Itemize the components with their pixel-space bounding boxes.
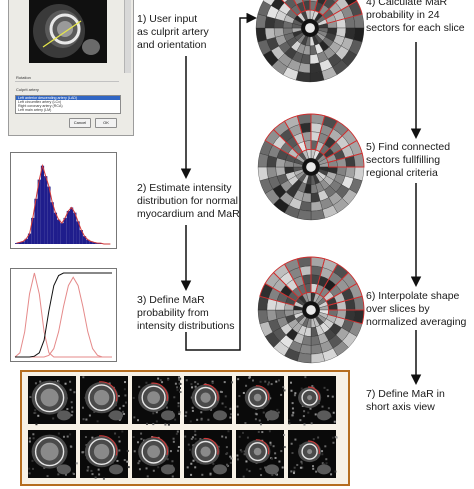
slice-thumbnail <box>28 376 76 426</box>
highlight-sector <box>296 256 312 294</box>
slice-thumbnail <box>236 430 286 478</box>
probability-plot <box>10 268 117 362</box>
highlight-sector <box>327 152 365 168</box>
histogram-bar <box>79 230 83 244</box>
histogram-bar <box>34 198 38 244</box>
arrow-3-to-4 <box>185 12 257 351</box>
highlight-sector <box>309 0 318 12</box>
histogram-outline <box>16 163 111 245</box>
result-slices-svg <box>28 376 338 480</box>
probability-curve <box>15 272 112 358</box>
histogram-bar <box>92 242 96 244</box>
histogram-bar <box>44 176 48 244</box>
highlight-sector <box>296 113 312 151</box>
histogram-bar <box>31 217 35 244</box>
short-axis-viewer[interactable] <box>29 0 107 63</box>
slice-thumbnail <box>132 376 182 426</box>
sector <box>332 0 339 3</box>
highlight-sector <box>327 309 365 325</box>
histogram-bar <box>53 212 58 244</box>
sector <box>281 0 288 3</box>
ok-button[interactable]: OK <box>95 118 117 128</box>
slice-thumbnail <box>80 376 128 424</box>
sector <box>309 0 318 3</box>
step-1-text: 1) User input as culprit artery and orie… <box>137 13 209 51</box>
histogram-bar <box>37 179 41 244</box>
intensity-histogram <box>10 152 117 249</box>
histogram-bar <box>66 210 70 244</box>
culprit-artery-list[interactable]: Left anterior descending artery (LAD) Le… <box>15 95 121 114</box>
histogram-bar <box>89 241 93 244</box>
culprit-artery-dialog: Rotation Culprit artery Left anterior de… <box>8 0 134 136</box>
cancel-button[interactable]: Cancel <box>69 118 91 128</box>
sector <box>263 0 276 6</box>
sector <box>302 0 311 3</box>
highlight-sector <box>281 0 302 16</box>
histogram-bar <box>47 186 51 244</box>
highlight-sector <box>302 0 311 12</box>
orientation-line <box>42 20 82 48</box>
histogram-bar <box>50 202 54 244</box>
rotation-label: Rotation <box>16 75 31 80</box>
histogram-bar <box>27 233 32 244</box>
histogram-bar <box>86 239 90 244</box>
step-3-text: 3) Define MaR probability from intensity… <box>137 294 235 332</box>
histogram-bar <box>18 242 22 244</box>
slice-thumbnail <box>288 430 338 478</box>
step-4-text: 4) Calculate MaR probability in 24 secto… <box>366 0 465 34</box>
list-item[interactable]: Left main artery (LM) <box>18 108 52 112</box>
slice-thumbnail <box>288 376 336 426</box>
histogram-bar <box>63 217 67 244</box>
step-7-text: 7) Define MaR in short axis view <box>366 388 445 413</box>
list-item[interactable]: Right coronary artery (RCA) <box>18 104 63 108</box>
disk-center-dot <box>306 162 316 172</box>
viewer-image <box>29 0 107 63</box>
viewer-scrollbar[interactable] <box>124 0 131 73</box>
disk-center-dot <box>306 305 316 315</box>
step-5-text: 5) Find connected sectors fullfilling re… <box>366 141 451 179</box>
highlight-sector <box>314 0 327 14</box>
result-slices-panel <box>20 370 350 486</box>
disk-center-dot <box>305 23 315 33</box>
list-item[interactable]: Left anterior descending artery (LAD) <box>16 96 120 100</box>
highlight-sector <box>324 0 363 24</box>
histogram-bar <box>40 165 45 244</box>
sector-disk-connected <box>257 113 365 221</box>
histogram-bar <box>15 243 19 244</box>
culprit-artery-label: Culprit artery <box>16 87 39 92</box>
sector-disk-24 <box>255 0 365 83</box>
step-2-text: 2) Estimate intensity distribution for n… <box>137 182 240 220</box>
slice-thumbnail <box>184 376 234 424</box>
rotation-slider[interactable] <box>15 81 119 82</box>
flow-arrows <box>180 12 422 385</box>
slice-thumbnail <box>236 376 286 426</box>
probability-svg <box>14 272 112 358</box>
slice-thumbnail <box>184 430 233 478</box>
histogram-bar <box>76 221 80 244</box>
histogram-bar <box>57 219 61 244</box>
histogram-bar <box>21 241 25 244</box>
slice-thumbnail <box>132 430 180 478</box>
histogram-svg <box>15 163 111 245</box>
list-item[interactable]: Left circumflex artery (LCx) <box>18 100 62 104</box>
histogram-bar <box>60 223 64 244</box>
slice-thumbnail <box>80 430 130 480</box>
histogram-bar <box>24 238 28 244</box>
histogram-bar <box>69 207 74 244</box>
highlight-sector <box>293 0 306 14</box>
normal-curve <box>14 272 112 358</box>
histogram-bar <box>73 212 77 244</box>
highlight-sector <box>318 0 339 16</box>
histogram-bar <box>82 236 87 244</box>
sector-disk-interpolated <box>257 256 365 364</box>
slice-thumbnail <box>28 430 78 478</box>
step-6-text: 6) Interpolate shape over slices by norm… <box>366 290 467 328</box>
